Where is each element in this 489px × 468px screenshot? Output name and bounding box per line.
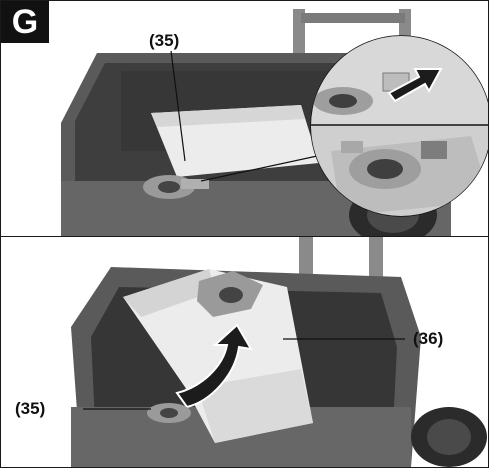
panel-divider (1, 236, 488, 237)
filter-bag (151, 105, 319, 177)
leader-line-35 (170, 50, 186, 162)
callout-36: (36) (413, 329, 444, 348)
filter-bag (123, 269, 313, 443)
detail-pointer-line (200, 152, 332, 182)
callout-35-top: (35) (149, 31, 180, 50)
bottom-illustration (71, 237, 487, 467)
insert-arrow-icon (175, 323, 253, 409)
callout-35-bottom: (35) (15, 399, 46, 418)
bag-flange (197, 271, 263, 317)
push-arrow-icon (387, 68, 443, 103)
top-panel: G (35) (1, 1, 488, 236)
bottom-panel: (36) (35) (1, 237, 488, 467)
top-illustration (61, 9, 488, 236)
bag-flange (143, 175, 209, 199)
step-badge: G (1, 1, 49, 43)
inlet-flange (147, 403, 191, 423)
wheel (411, 407, 487, 467)
